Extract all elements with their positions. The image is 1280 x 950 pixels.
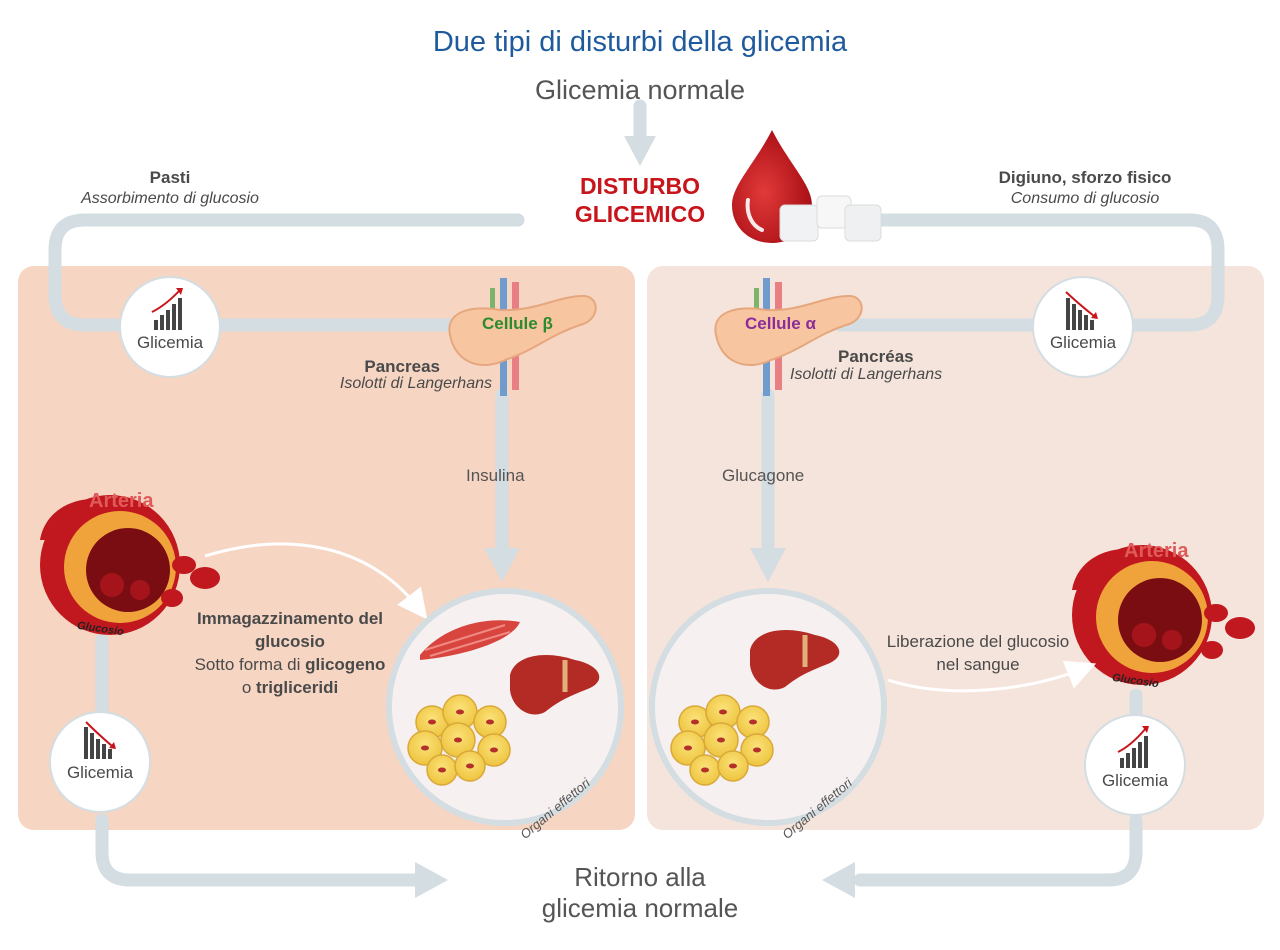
pancreas-left-title: Pancreas: [364, 357, 440, 376]
storage-line1: Immagazzinamento del: [196, 609, 384, 628]
release-line2: nel sangue: [936, 655, 1020, 674]
organi-circle-right: [649, 588, 887, 826]
liver-icon-right: [750, 630, 840, 690]
left-trigger: Pasti Assorbimento di glucosio: [40, 168, 300, 208]
glicemia-right-top-label: Glicemia: [1049, 333, 1117, 352]
left-trigger-sub: Assorbimento di glucosio: [81, 190, 259, 207]
flow-lines: [48, 99, 1225, 887]
flow-arrowheads: [415, 136, 855, 898]
cells-alpha-label: Cellule α: [745, 314, 816, 333]
release-text: Liberazione del glucosio nel sangue: [858, 630, 1098, 676]
glicemia-left-bottom-label: Glicemia: [66, 763, 134, 782]
glicemia-circle-right-top: [1032, 276, 1134, 378]
storage-line4-prefix: o: [241, 678, 256, 697]
artery-right: [1072, 545, 1255, 685]
pancreas-left: [448, 278, 597, 396]
release-arrow: [887, 660, 1097, 693]
storage-line3-prefix: Sotto forma di: [194, 655, 306, 674]
release-line1: Liberazione del glucosio: [886, 632, 1070, 651]
page-title: Due tipi di disturbi della glicemia: [432, 26, 848, 58]
disturbo-label: DISTURBO GLICEMICO: [540, 172, 740, 228]
muscle-icon: [420, 620, 520, 660]
glicemia-circle-left-top: [119, 276, 221, 378]
cells-beta-label: Cellule β: [482, 314, 553, 333]
right-trigger-sub: Consumo di glucosio: [1010, 190, 1160, 207]
arteria-left-label: Arteria: [89, 490, 154, 512]
storage-line2: glucosio: [255, 632, 325, 651]
normal-glycemia-label: Glicemia normale: [534, 75, 746, 105]
storage-text: Immagazzinamento del glucosio Sotto form…: [170, 607, 410, 699]
pancreas-right-title: Pancréas: [838, 347, 914, 366]
footer-line2: glicemia normale: [541, 893, 739, 923]
insulina-label: Insulina: [466, 466, 525, 485]
arteria-right-label: Arteria: [1124, 540, 1189, 562]
pancreas-left-sub: Isolotti di Langerhans: [339, 375, 492, 392]
footer-return: Ritorno alla glicemia normale: [500, 862, 780, 924]
storage-arrow: [204, 542, 428, 620]
glicemia-circle-left-bottom: [49, 711, 151, 813]
pancreas-right: [714, 278, 863, 396]
storage-line4: o trigliceridi: [170, 676, 410, 699]
sugar-cube-icon: [779, 195, 882, 242]
disturbo-line1: DISTURBO: [579, 173, 701, 199]
pancreas-right-sub: Isolotti di Langerhans: [790, 366, 943, 383]
artery-left: [40, 495, 220, 635]
right-trigger-title: Digiuno, sforzo fisico: [998, 168, 1172, 187]
storage-line4-bold: trigliceridi: [256, 678, 339, 697]
storage-line3-bold: glicogeno: [305, 655, 386, 674]
disturbo-line2: GLICEMICO: [574, 201, 706, 227]
glicemia-circle-right-bottom: [1084, 714, 1186, 816]
liver-icon: [510, 655, 600, 715]
right-trigger: Digiuno, sforzo fisico Consumo di glucos…: [955, 168, 1215, 208]
glucagone-label: Glucagone: [722, 466, 805, 485]
footer-line1: Ritorno alla: [574, 862, 706, 892]
glicemia-left-top-label: Glicemia: [136, 333, 204, 352]
glicemia-right-bottom-label: Glicemia: [1101, 771, 1169, 790]
storage-line3: Sotto forma di glicogeno: [170, 653, 410, 676]
left-trigger-title: Pasti: [149, 168, 191, 187]
organi-circle-left: [386, 588, 624, 826]
